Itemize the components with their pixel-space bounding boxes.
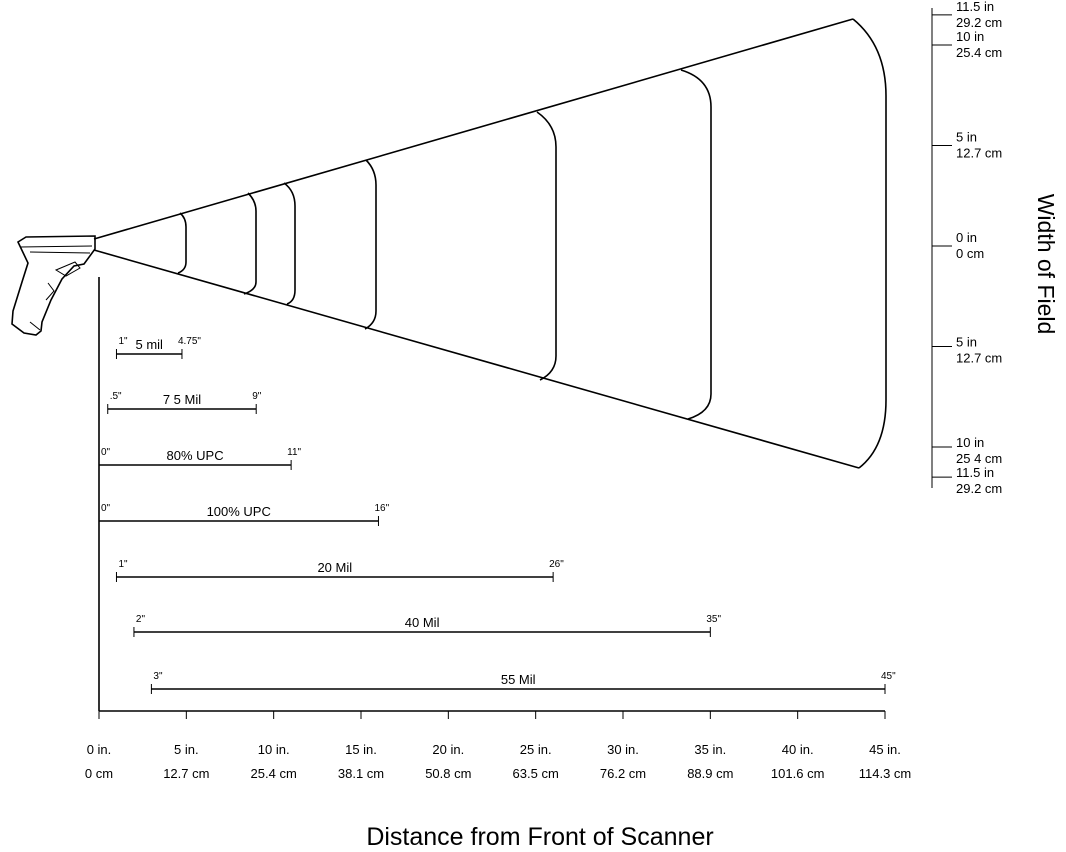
width-tick-inch-label: 0 in (956, 230, 977, 245)
x-tick-inch-label: 15 in. (345, 742, 377, 757)
x-tick-inch-label: 35 in. (694, 742, 726, 757)
range-end-label: 26" (549, 559, 564, 570)
barcode-ranges: 1" 4.75" 5 mil .5" 9" 7 5 Mil 0" 11" 80% UPC 0" 16… (98, 336, 896, 694)
width-tick-cm-label: 25.4 cm (956, 45, 1002, 60)
width-tick-inch-label: 11.5 in (956, 465, 994, 480)
x-tick-inch-label: 25 in. (520, 742, 552, 757)
range-end-label: 45" (881, 671, 896, 682)
range-bar: 2" 35" 40 Mil (133, 614, 721, 637)
x-tick-cm-label: 76.2 cm (600, 766, 646, 781)
x-tick-inch-label: 10 in. (258, 742, 290, 757)
x-tick-cm-label: 101.6 cm (771, 766, 824, 781)
x-tick-inch-label: 40 in. (782, 742, 814, 757)
range-name-label: 55 Mil (501, 672, 536, 687)
range-start-label: 3" (153, 671, 163, 682)
range-name-label: 100% UPC (207, 504, 271, 519)
x-tick-cm-label: 63.5 cm (513, 766, 559, 781)
range-bar: 0" 11" 80% UPC (98, 447, 302, 470)
width-tick-cm-label: 29.2 cm (956, 481, 1002, 496)
x-tick-cm-label: 12.7 cm (163, 766, 209, 781)
width-tick-cm-label: 25 4 cm (956, 451, 1002, 466)
x-tick-cm-label: 38.1 cm (338, 766, 384, 781)
x-tick-cm-label: 88.9 cm (687, 766, 733, 781)
range-bar: 1" 4.75" 5 mil (115, 336, 201, 359)
handheld-scanner-icon (11, 235, 96, 336)
range-end-label: 9" (252, 391, 262, 402)
range-start-label: 0" (101, 503, 111, 514)
x-tick-inch-label: 20 in. (432, 742, 464, 757)
x-tick-inch-label: 45 in. (869, 742, 901, 757)
width-tick-cm-label: 12.7 cm (956, 146, 1002, 161)
width-tick-inch-label: 5 in (956, 130, 977, 145)
range-name-label: 20 Mil (317, 560, 352, 575)
scan-field-beam (93, 18, 887, 469)
range-bar: .5" 9" 7 5 Mil (107, 391, 262, 414)
width-tick-cm-label: 29.2 cm (956, 15, 1002, 30)
x-tick-inch-label: 0 in. (87, 742, 112, 757)
x-tick-cm-label: 114.3 cm (859, 766, 912, 781)
range-start-label: 1" (118, 336, 128, 347)
range-end-label: 11" (287, 447, 301, 458)
x-tick-inch-label: 5 in. (174, 742, 199, 757)
range-name-label: 40 Mil (405, 615, 440, 630)
distance-axis-title: Distance from Front of Scanner (366, 823, 713, 851)
width-tick-cm-label: 12.7 cm (956, 351, 1002, 366)
range-start-label: .5" (110, 391, 122, 402)
range-bar: 3" 45" 55 Mil (150, 671, 896, 694)
x-tick-inch-label: 30 in. (607, 742, 639, 757)
range-name-label: 7 5 Mil (163, 392, 201, 407)
width-tick-inch-label: 5 in (956, 335, 977, 350)
range-start-label: 0" (101, 447, 111, 458)
range-end-label: 35" (706, 614, 721, 625)
range-name-label: 80% UPC (167, 448, 224, 463)
width-tick-cm-label: 0 cm (956, 246, 984, 261)
x-tick-cm-label: 50.8 cm (425, 766, 471, 781)
range-end-label: 4.75" (178, 336, 201, 347)
width-tick-inch-label: 10 in (956, 435, 984, 450)
range-start-label: 2" (136, 614, 146, 625)
range-bar: 1" 26" 20 Mil (115, 559, 564, 582)
width-tick-inch-label: 11.5 in (956, 0, 994, 14)
width-axis-title: Width of Field (1033, 194, 1059, 335)
range-end-label: 16" (374, 503, 389, 514)
range-bar: 0" 16" 100% UPC (98, 503, 390, 526)
range-start-label: 1" (118, 559, 128, 570)
x-tick-cm-label: 25.4 cm (251, 766, 297, 781)
width-tick-inch-label: 10 in (956, 29, 984, 44)
range-name-label: 5 mil (135, 337, 163, 352)
distance-axis-ticks: 0 in. 0 cm 5 in. 12.7 cm 10 in. 25.4 cm 15 in.… (85, 711, 911, 781)
x-tick-cm-label: 0 cm (85, 766, 113, 781)
